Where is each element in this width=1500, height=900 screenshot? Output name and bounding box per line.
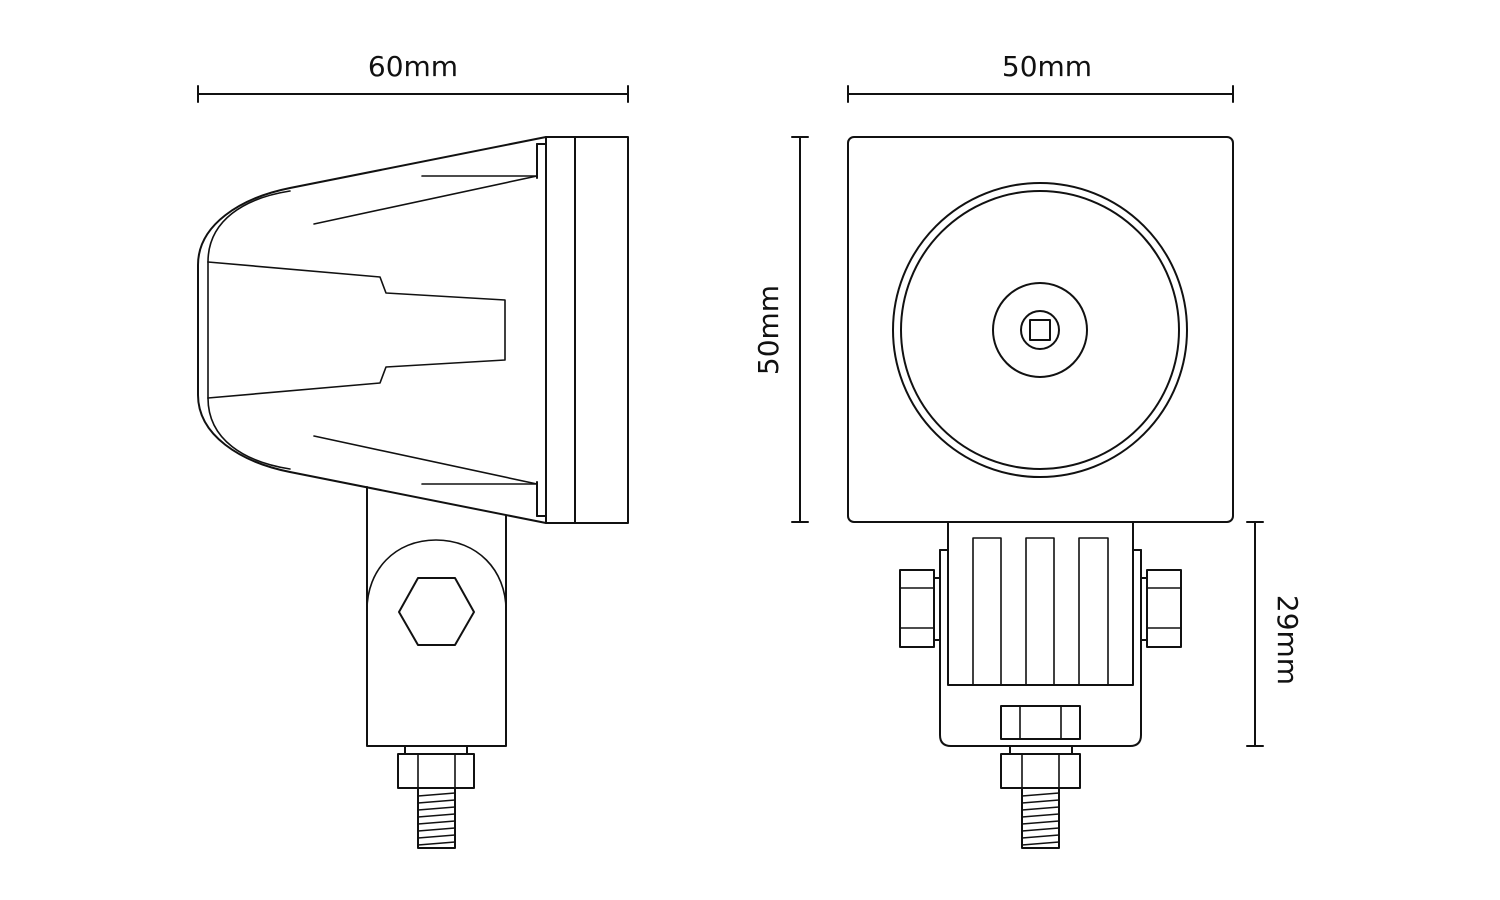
dimension-front-width: 50mm bbox=[847, 50, 1234, 103]
front-right-nut bbox=[1140, 569, 1182, 648]
side-mount-bracket bbox=[366, 486, 507, 747]
side-hex-bolt bbox=[398, 577, 475, 646]
front-width-label: 50mm bbox=[1002, 50, 1092, 83]
front-led-chip bbox=[1029, 319, 1051, 341]
front-housing bbox=[847, 136, 1234, 523]
dimension-front-height: 50mm bbox=[752, 136, 809, 523]
side-housing-outline bbox=[197, 136, 547, 524]
front-lens-outer bbox=[892, 182, 1188, 478]
side-nut bbox=[397, 753, 475, 789]
front-view bbox=[847, 136, 1234, 849]
front-mount-bracket bbox=[947, 521, 1134, 686]
front-reflector bbox=[992, 282, 1088, 378]
side-width-label: 60mm bbox=[368, 50, 458, 83]
bracket-height-label: 29mm bbox=[1271, 595, 1304, 685]
side-front-bezel bbox=[545, 136, 629, 524]
front-threaded-stud bbox=[1021, 787, 1060, 849]
front-left-nut bbox=[899, 569, 941, 648]
side-view bbox=[197, 136, 629, 849]
front-cable-block bbox=[1000, 705, 1081, 740]
dimension-bracket-height: 29mm bbox=[1246, 521, 1304, 747]
front-lens-inner bbox=[900, 190, 1180, 470]
side-center-rib bbox=[207, 261, 506, 399]
front-nut bbox=[1000, 753, 1081, 789]
dimension-side-width: 60mm bbox=[197, 50, 629, 103]
side-threaded-stud bbox=[417, 787, 456, 849]
front-height-label: 50mm bbox=[752, 285, 785, 375]
